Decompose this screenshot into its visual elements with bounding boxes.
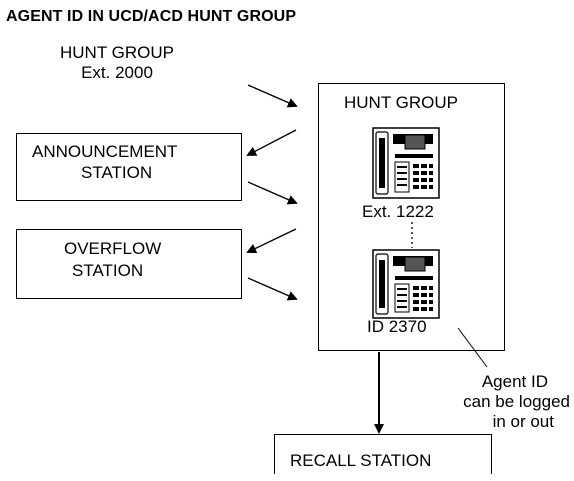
arrow-to-overflow bbox=[246, 228, 297, 254]
phone-icon bbox=[372, 249, 440, 319]
hunt-group-ext-line2: Ext. 2000 bbox=[81, 63, 153, 82]
overflow-station-box: OVERFLOW STATION bbox=[16, 229, 242, 299]
diagram-title: AGENT ID IN UCD/ACD HUNT GROUP bbox=[6, 8, 297, 25]
recall-station-label: RECALL STATION bbox=[290, 451, 432, 470]
agent-note-line1: Agent ID bbox=[481, 372, 548, 391]
agent-note-leader bbox=[457, 327, 488, 368]
agent-note: Agent ID can be logged in or out bbox=[436, 372, 570, 432]
arrow-from-overflow bbox=[247, 277, 298, 301]
announcement-line2: STATION bbox=[81, 163, 153, 182]
overflow-line1: OVERFLOW bbox=[64, 239, 162, 258]
phone-icon bbox=[372, 127, 440, 199]
agent-note-line3: in or out bbox=[492, 412, 554, 431]
phone1-label: Ext. 1222 bbox=[362, 202, 434, 221]
arrow-from-announcement bbox=[247, 181, 298, 205]
arrow-to-announcement bbox=[246, 129, 297, 156]
arrow-into-huntgroup-1 bbox=[247, 84, 298, 108]
phone2-label: ID 2370 bbox=[367, 317, 427, 336]
agent-note-line2: can be logged bbox=[463, 392, 570, 411]
announcement-line1: ANNOUNCEMENT bbox=[32, 142, 178, 161]
announcement-station-box: ANNOUNCEMENT STATION bbox=[16, 133, 242, 201]
hunt-group-ext-label: HUNT GROUP Ext. 2000 bbox=[52, 43, 182, 83]
hunt-group-box-title: HUNT GROUP bbox=[344, 93, 458, 112]
overflow-line2: STATION bbox=[72, 261, 144, 280]
recall-station-box: RECALL STATION bbox=[274, 434, 492, 474]
hunt-group-ext-line1: HUNT GROUP bbox=[60, 43, 174, 62]
